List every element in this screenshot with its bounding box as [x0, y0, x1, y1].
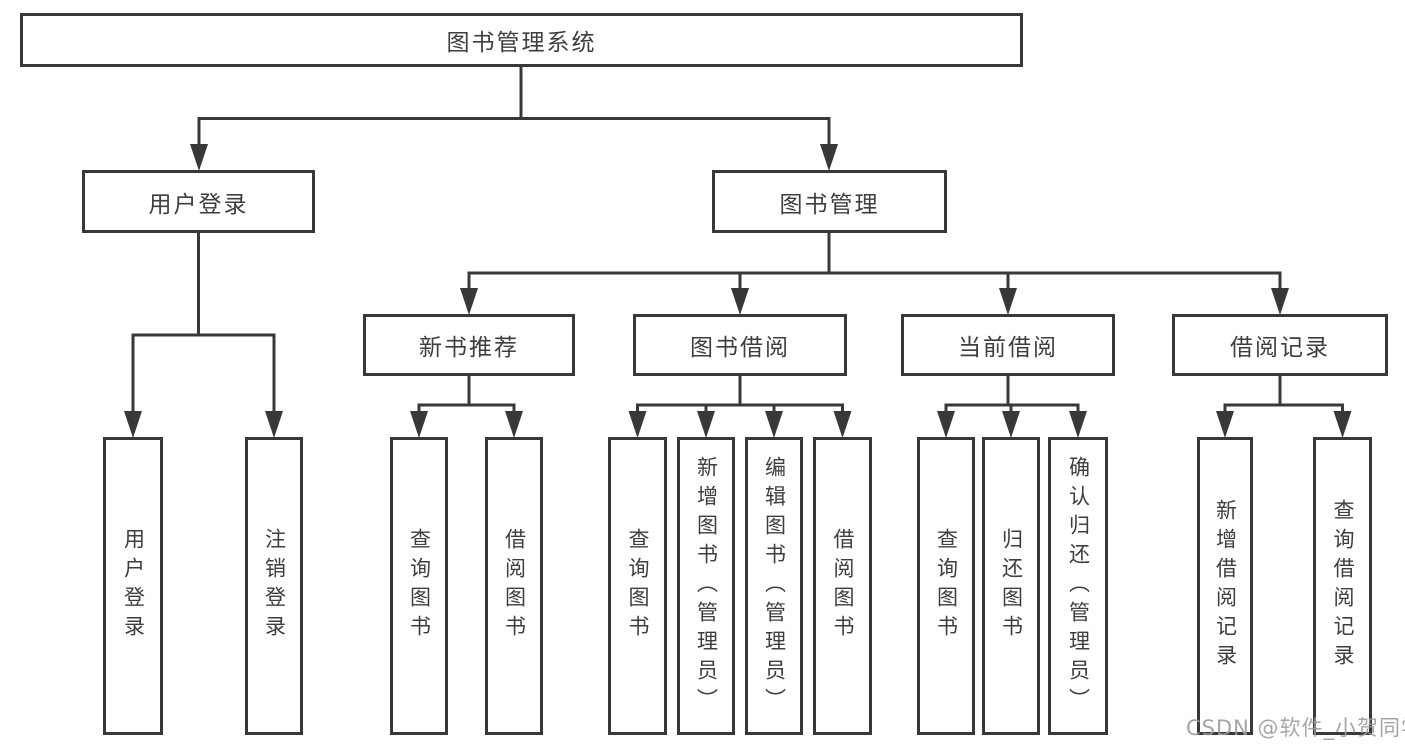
leaf-user-login: 用户登录 [103, 437, 163, 735]
node-new-book-recommend: 新书推荐 [363, 314, 575, 376]
arrowhead-down-icon [999, 288, 1017, 315]
arrowhead-down-icon [765, 411, 783, 438]
leaf-add-books-admin: 新增图书（管理员） [677, 437, 735, 735]
arrowhead-down-icon [410, 411, 428, 438]
leaf-query-books-recommend: 查询图书 [390, 437, 448, 735]
arrowhead-down-icon [265, 411, 283, 438]
arrowhead-down-icon [190, 144, 208, 171]
leaf-query-books-borrow: 查询图书 [608, 437, 667, 735]
arrowhead-down-icon [820, 144, 838, 171]
arrowhead-down-icon [124, 411, 142, 438]
connector-new-book-to-leaves [410, 376, 523, 438]
leaf-borrow-books: 借阅图书 [813, 437, 872, 735]
leaf-add-borrow-record: 新增借阅记录 [1197, 437, 1253, 735]
connector-user-login-to-leaves [124, 233, 283, 438]
node-book-management: 图书管理 [712, 170, 947, 233]
arrowhead-down-icon [505, 411, 523, 438]
arrowhead-down-icon [833, 411, 852, 438]
node-root: 图书管理系统 [20, 13, 1023, 67]
arrowhead-down-icon [460, 288, 478, 315]
arrowhead-down-icon [1002, 411, 1020, 438]
node-borrow-records: 借阅记录 [1172, 314, 1388, 376]
node-book-borrow: 图书借阅 [633, 314, 847, 376]
leaf-return-books: 归还图书 [982, 437, 1040, 735]
leaf-logout: 注销登录 [245, 437, 303, 735]
node-user-login: 用户登录 [82, 170, 315, 233]
arrowhead-down-icon [1333, 411, 1352, 438]
connector-root-to-level2 [190, 67, 838, 171]
arrowhead-down-icon [628, 411, 647, 438]
leaf-query-books-current: 查询图书 [917, 437, 975, 735]
leaf-query-borrow-record: 查询借阅记录 [1313, 437, 1372, 735]
leaf-borrow-books-recommend: 借阅图书 [485, 437, 543, 735]
arrowhead-down-icon [731, 288, 749, 315]
leaf-confirm-return-admin: 确认归还（管理员） [1048, 437, 1108, 735]
arrowhead-down-icon [697, 411, 715, 438]
arrowhead-down-icon [1216, 411, 1234, 438]
arrowhead-down-icon [937, 411, 955, 438]
node-current-borrow: 当前借阅 [901, 314, 1115, 376]
connector-book-mgmt-to-level3 [460, 233, 1289, 315]
leaf-edit-books-admin: 编辑图书（管理员） [745, 437, 803, 735]
arrowhead-down-icon [1271, 288, 1289, 315]
connector-borrow-records-to-leaves [1216, 376, 1352, 438]
connector-book-borrow-to-leaves [628, 376, 852, 438]
arrowhead-down-icon [1069, 411, 1087, 438]
csdn-watermark: CSDN @软件_小贺同学 [1186, 716, 1405, 740]
connector-current-borrow-to-leaves [937, 376, 1087, 438]
